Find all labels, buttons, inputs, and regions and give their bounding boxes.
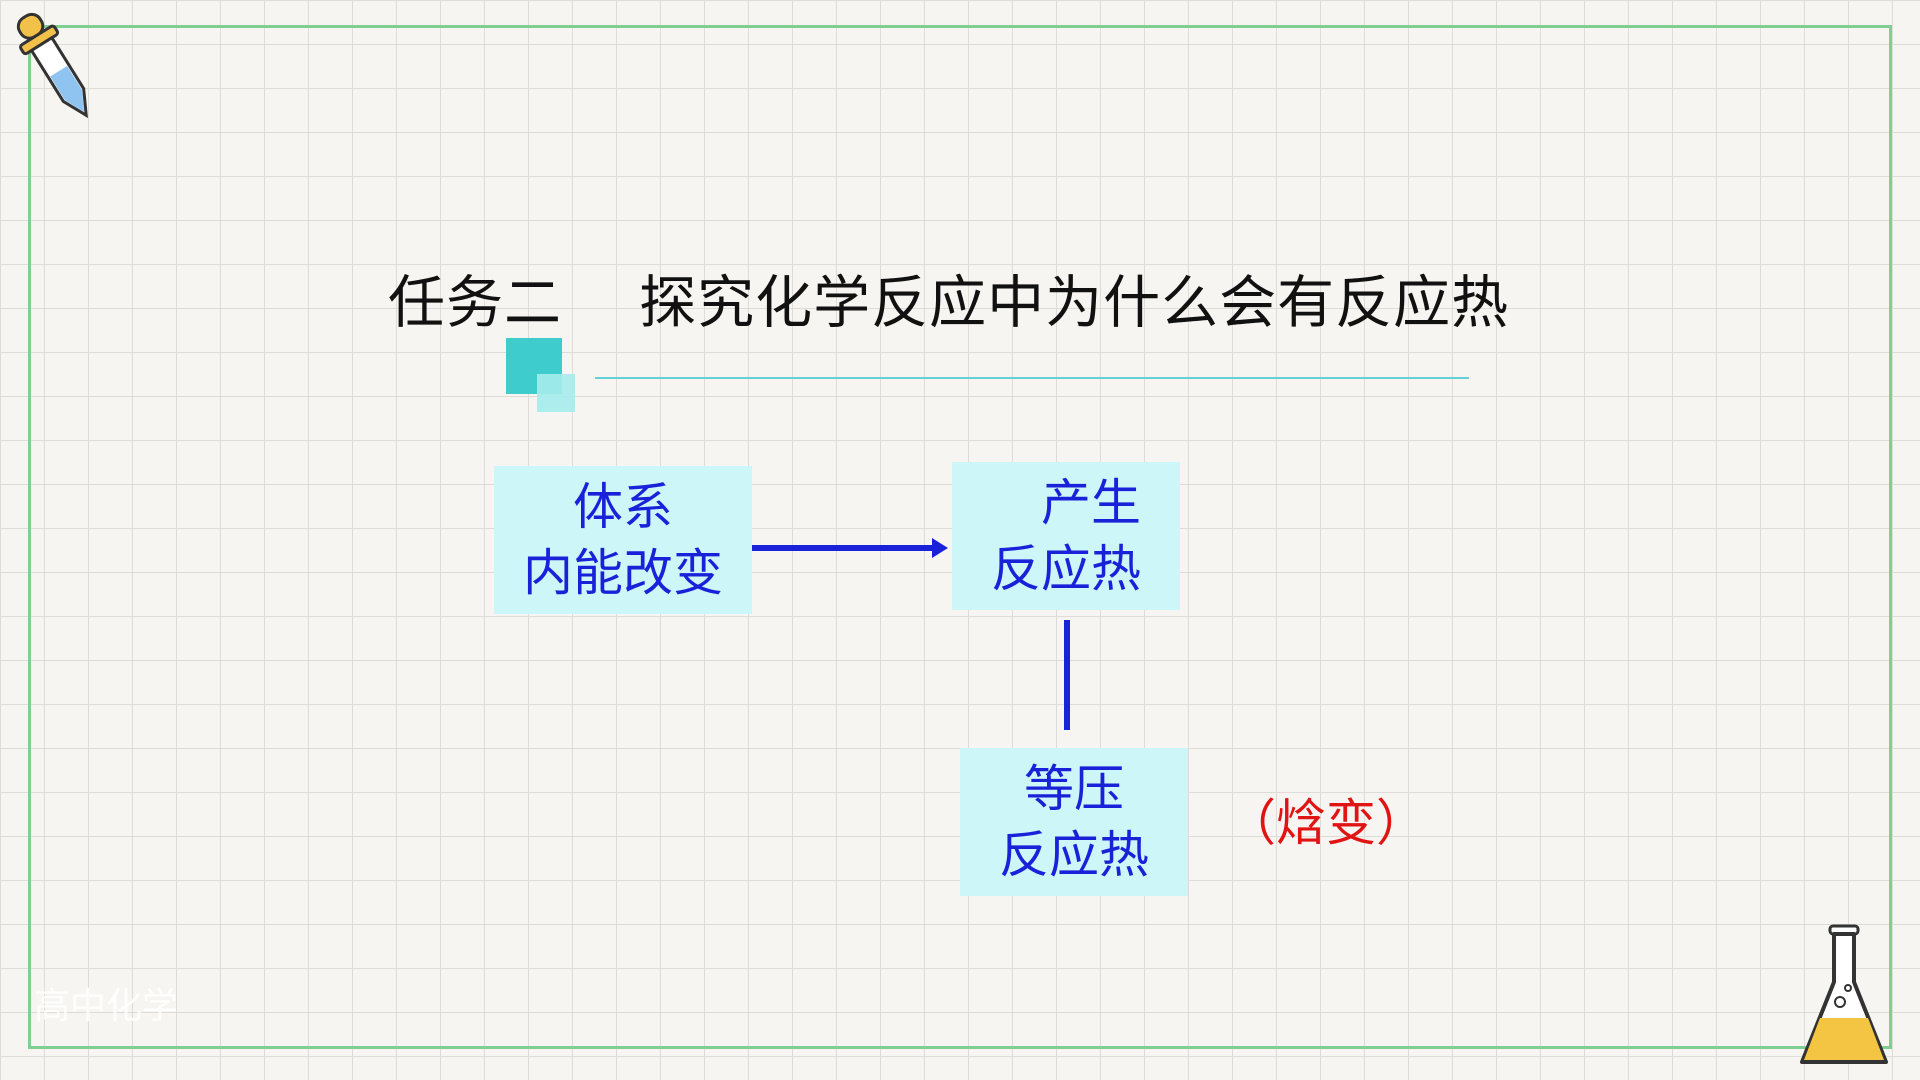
node-label-line1: 体系 — [573, 478, 673, 536]
node-label-line2: 内能改变 — [523, 544, 723, 602]
node-label-line1: 等压 — [1024, 760, 1124, 818]
vertical-connector — [1064, 620, 1070, 730]
node-label-line1: 产生 — [991, 474, 1141, 532]
dropper-icon — [16, 12, 88, 119]
title-underline — [595, 377, 1469, 379]
slide-frame — [28, 25, 1892, 1049]
node-reaction-heat: 产生 反应热 — [952, 462, 1180, 610]
page-title: 任务二 探究化学反应中为什么会有反应热 — [388, 270, 1510, 336]
node-label-line2: 反应热 — [991, 540, 1141, 598]
arrowhead-icon — [932, 538, 948, 558]
node-constant-pressure-heat: 等压 反应热 — [960, 748, 1188, 896]
flask-icon — [1800, 924, 1888, 1064]
title-accent-square-light — [537, 374, 575, 412]
arrow-connector — [752, 545, 942, 551]
enthalpy-annotation: （焓变） — [1226, 794, 1426, 852]
watermark: 高中化学 — [34, 986, 179, 1027]
node-internal-energy-change: 体系 内能改变 — [494, 466, 752, 614]
node-label-line2: 反应热 — [999, 826, 1149, 884]
